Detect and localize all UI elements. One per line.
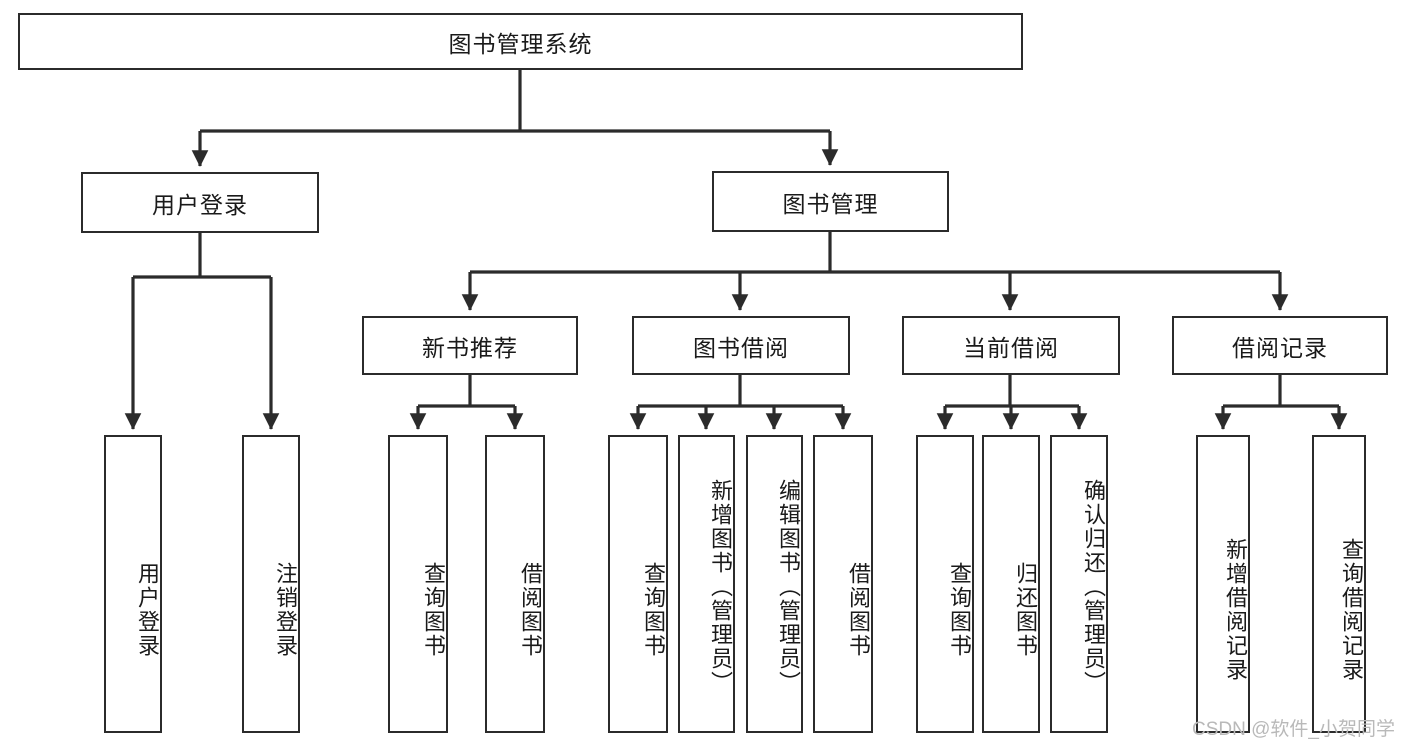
leaf-query-record[interactable]: 查询借阅记录 (1312, 435, 1366, 733)
leaf-edit-book-label: 编辑图书（管理员） (776, 479, 801, 695)
node-current-borrow[interactable]: 当前借阅 (902, 316, 1120, 375)
node-book-borrow[interactable]: 图书借阅 (632, 316, 850, 375)
node-book-manage-label: 图书管理 (782, 190, 879, 217)
leaf-edit-book[interactable]: 编辑图书（管理员） (746, 435, 803, 733)
node-root-label: 图书管理系统 (448, 30, 593, 57)
leaf-add-book[interactable]: 新增图书（管理员） (678, 435, 735, 733)
node-root[interactable]: 图书管理系统 (18, 13, 1023, 70)
node-current-borrow-label: 当前借阅 (963, 334, 1059, 361)
leaf-query-book-1[interactable]: 查询图书 (388, 435, 448, 733)
node-user-login-label: 用户登录 (152, 191, 248, 218)
leaf-borrow-book-1-label: 借阅图书 (518, 562, 543, 658)
leaf-confirm-return[interactable]: 确认归还（管理员） (1050, 435, 1108, 733)
node-new-book-recommend-label: 新书推荐 (422, 334, 518, 361)
leaf-logout-label: 注销登录 (273, 562, 298, 658)
leaf-query-book-2[interactable]: 查询图书 (608, 435, 668, 733)
node-user-login[interactable]: 用户登录 (81, 172, 319, 233)
leaf-return-book[interactable]: 归还图书 (982, 435, 1040, 733)
node-book-manage[interactable]: 图书管理 (712, 171, 949, 232)
leaf-add-book-label: 新增图书（管理员） (708, 479, 733, 695)
leaf-query-book-3[interactable]: 查询图书 (916, 435, 974, 733)
node-book-borrow-label: 图书借阅 (693, 334, 789, 361)
leaf-query-record-label: 查询借阅记录 (1339, 538, 1364, 682)
leaf-user-login-label: 用户登录 (135, 562, 160, 658)
leaf-borrow-book-1[interactable]: 借阅图书 (485, 435, 545, 733)
leaf-return-book-label: 归还图书 (1013, 562, 1038, 658)
leaf-logout[interactable]: 注销登录 (242, 435, 300, 733)
leaf-query-book-1-label: 查询图书 (421, 562, 446, 658)
watermark: CSDN @软件_小贺同学 (1192, 719, 1395, 740)
leaf-confirm-return-label: 确认归还（管理员） (1081, 479, 1106, 695)
node-borrow-record-label: 借阅记录 (1232, 334, 1328, 361)
leaf-query-book-3-label: 查询图书 (947, 562, 972, 658)
leaf-add-record[interactable]: 新增借阅记录 (1196, 435, 1250, 733)
leaf-add-record-label: 新增借阅记录 (1223, 538, 1248, 682)
leaf-user-login[interactable]: 用户登录 (104, 435, 162, 733)
node-new-book-recommend[interactable]: 新书推荐 (362, 316, 578, 375)
leaf-borrow-book-2[interactable]: 借阅图书 (813, 435, 873, 733)
node-borrow-record[interactable]: 借阅记录 (1172, 316, 1388, 375)
leaf-borrow-book-2-label: 借阅图书 (846, 562, 871, 658)
leaf-query-book-2-label: 查询图书 (641, 562, 666, 658)
